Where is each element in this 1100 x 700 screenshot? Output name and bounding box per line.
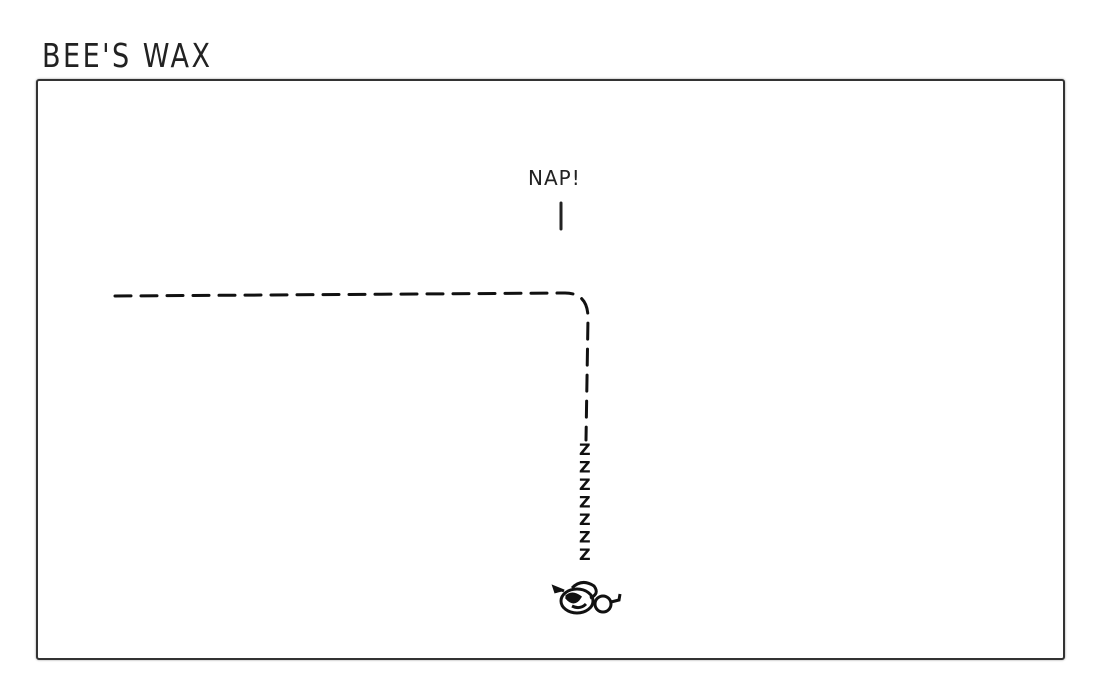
snore-z: Z [579, 510, 591, 529]
sleeping-bee-icon [551, 581, 622, 615]
snore-z: Z [579, 528, 591, 547]
nap-label: NAP! [528, 166, 581, 190]
snore-z: Z [579, 493, 591, 512]
snore-z: Z [579, 458, 591, 477]
comic-panel [36, 79, 1065, 660]
snore-z: Z [579, 545, 591, 564]
comic-title: BEE'S WAX [42, 36, 213, 75]
bee-flight-path [113, 291, 590, 442]
snore-z: Z [579, 440, 591, 459]
snore-z: Z [579, 475, 591, 494]
